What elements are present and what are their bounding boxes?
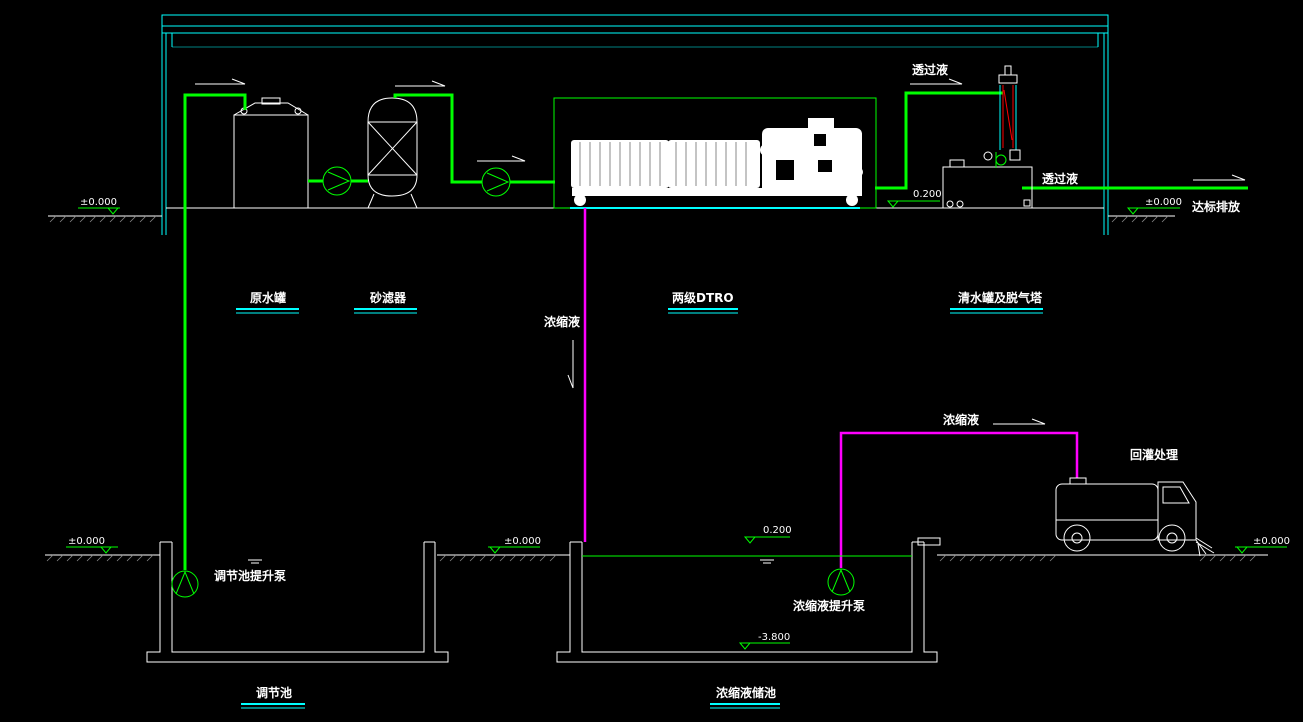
section-labels: 原水罐 砂滤器 两级DTRO 清水罐及脱气塔 浓缩液 透过液 透过液 达标排放 … — [236, 62, 1241, 462]
degassing-tower — [983, 65, 1021, 168]
label-reg-pool: 调节池 — [256, 685, 292, 700]
elev-ground-top-right: ±0.000 — [1145, 197, 1182, 208]
flow-arrows — [195, 78, 1246, 425]
elev-pool-bottom: -3.800 — [758, 632, 790, 643]
label-dtro: 两级DTRO — [672, 290, 734, 305]
regulating-pool — [146, 541, 449, 663]
pump-icon — [827, 568, 855, 596]
label-concentrate-down: 浓缩液 — [544, 314, 580, 329]
label-conc-pump: 浓缩液提升泵 — [793, 598, 865, 613]
elev-ground-bottom-mid: ±0.000 — [504, 536, 541, 547]
label-discharge: 达标排放 — [1192, 199, 1241, 214]
bottom-ground: ±0.000 ±0.000 ±0.000 — [45, 536, 1290, 562]
label-permeate-top: 透过液 — [912, 62, 948, 77]
building-frame — [161, 14, 1109, 235]
pump-icon — [171, 570, 199, 598]
tanker-truck-icon — [1055, 477, 1215, 557]
sand-filter-vessel — [367, 97, 418, 209]
raw-water-tank — [233, 97, 309, 209]
pump-icon — [322, 166, 352, 196]
pump-icon — [481, 167, 511, 197]
label-recirculation: 回灌处理 — [1130, 447, 1178, 462]
label-raw-tank: 原水罐 — [250, 290, 286, 305]
label-conc-pool: 浓缩液储池 — [716, 685, 776, 700]
elev-ground-bottom-right: ±0.000 — [1253, 536, 1290, 547]
magenta-pipes — [583, 208, 1079, 568]
label-sand-filter: 砂滤器 — [369, 290, 407, 305]
elev-ground-bottom-left: ±0.000 — [68, 536, 105, 547]
clear-water-tank — [942, 159, 1033, 209]
elev-dtro: 0.200 — [913, 189, 942, 200]
label-clear-tank: 清水罐及脱气塔 — [958, 290, 1043, 305]
elev-ground-top-left: ±0.000 — [80, 197, 117, 208]
top-ground: ±0.000 ±0.000 — [48, 197, 1182, 223]
elev-pool-level: 0.200 — [763, 525, 792, 536]
concentrate-pool — [556, 537, 941, 663]
label-reg-pump: 调节池提升泵 — [214, 568, 286, 583]
label-concentrate-return: 浓缩液 — [943, 412, 979, 427]
dtro-unit: 0.200 — [553, 97, 942, 209]
label-permeate-right: 透过液 — [1042, 171, 1078, 186]
green-pipes — [183, 91, 1248, 570]
